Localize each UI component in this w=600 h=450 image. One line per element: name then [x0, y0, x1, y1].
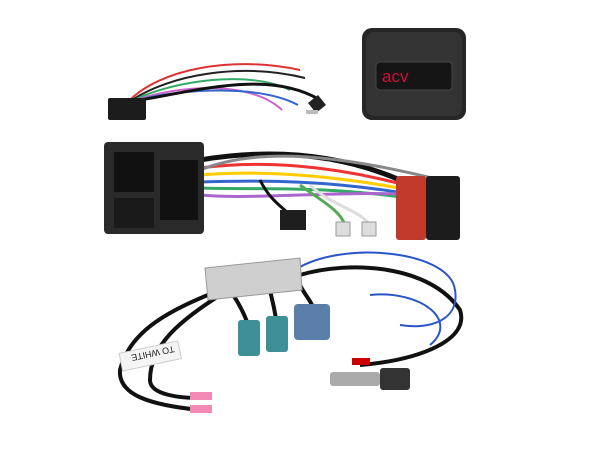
iso-connector-black [426, 176, 460, 240]
quadlock-connector [104, 142, 204, 234]
20-pin-connector [108, 98, 146, 120]
wiring-harness [199, 151, 441, 237]
jack-plug [308, 95, 326, 113]
fakra-connector [238, 320, 260, 356]
din-antenna-plug [330, 368, 410, 390]
splitter-box [204, 257, 303, 301]
acv-logo: acv [382, 67, 409, 86]
iso-connector-red [396, 176, 426, 240]
steering-interface-harness [108, 63, 326, 120]
antenna-adapter: TO WHITE [117, 251, 464, 413]
small-connector [280, 210, 306, 230]
interface-box: acv [362, 28, 466, 120]
fakra-connector [266, 316, 288, 352]
fakra-connector-double [294, 304, 330, 340]
